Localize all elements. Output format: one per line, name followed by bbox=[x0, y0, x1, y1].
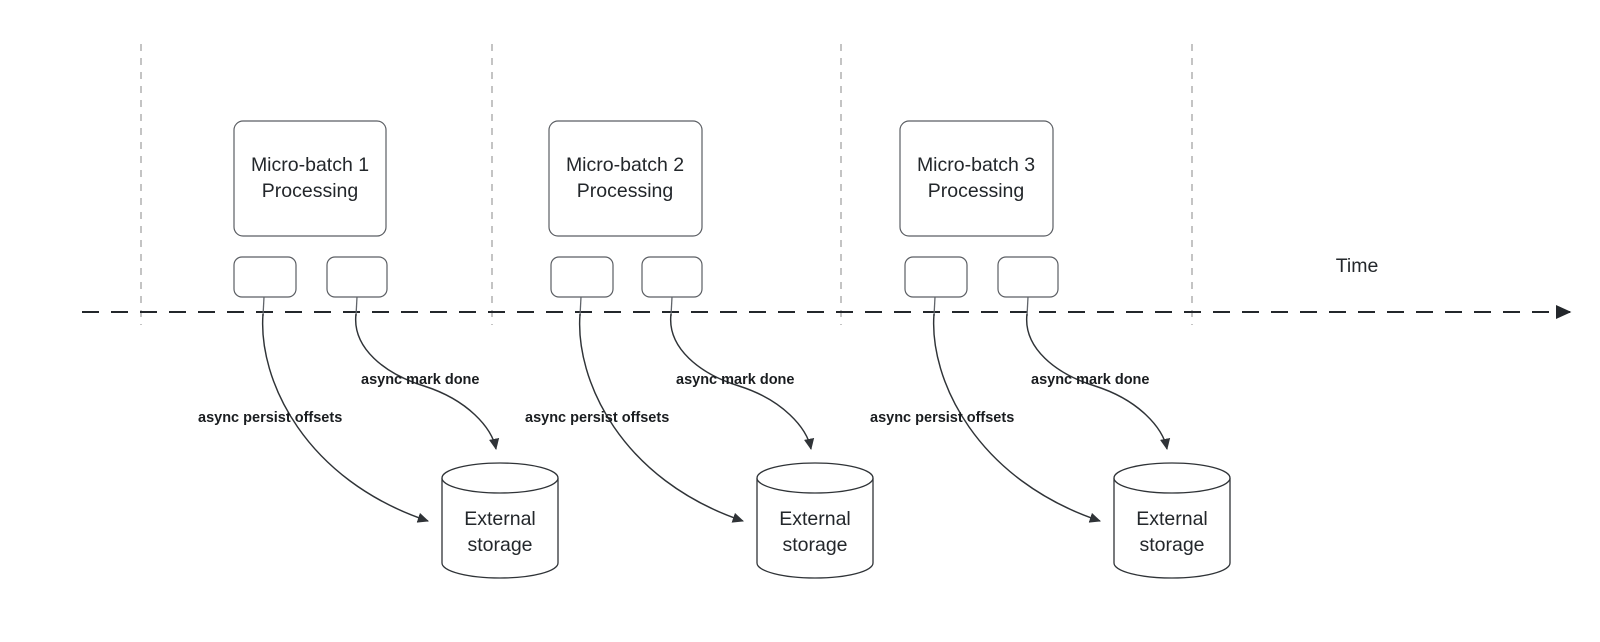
micro-batch-3-box[interactable] bbox=[899, 120, 1054, 237]
external-storage-1-body bbox=[441, 478, 559, 579]
task-box-2a[interactable] bbox=[550, 256, 614, 298]
timeline-boundaries bbox=[140, 44, 1193, 325]
micro-batch-1-label-line1: Micro-batch 1 bbox=[251, 154, 369, 176]
task-box-1a[interactable] bbox=[233, 256, 297, 298]
task-3a-stem bbox=[933, 296, 936, 317]
mark-done-1-label: async mark done bbox=[361, 372, 479, 388]
external-storage-3-label-line2: storage bbox=[1139, 534, 1204, 556]
micro-batch-2-label-line1: Micro-batch 2 bbox=[566, 154, 684, 176]
task-box-1b[interactable] bbox=[326, 256, 388, 298]
mark-done-3-curve bbox=[1026, 313, 1171, 451]
micro-batch-2-label-line2: Processing bbox=[577, 180, 673, 202]
external-storage-1-top bbox=[441, 462, 559, 494]
persist-offsets-1-label: async persist offsets bbox=[198, 410, 342, 426]
persist-offsets-3-label: async persist offsets bbox=[870, 410, 1014, 426]
external-storage-1-label-line1: External bbox=[464, 508, 536, 530]
batch-group-2: Micro-batch 2 Processing async persist o… bbox=[525, 120, 874, 579]
task-2b-stem bbox=[670, 296, 673, 317]
mark-done-2-curve bbox=[670, 313, 815, 451]
time-axis-label: Time bbox=[1336, 255, 1379, 277]
persist-offsets-3-curve bbox=[932, 313, 1101, 523]
persist-offsets-2-label: async persist offsets bbox=[525, 410, 669, 426]
micro-batch-3-label-line2: Processing bbox=[928, 180, 1024, 202]
external-storage-2-label-line1: External bbox=[779, 508, 851, 530]
external-storage-2[interactable]: External storage bbox=[756, 462, 874, 579]
mark-done-2-label: async mark done bbox=[676, 372, 794, 388]
external-storage-2-body bbox=[756, 478, 874, 579]
external-storage-3-label-line1: External bbox=[1136, 508, 1208, 530]
task-2a-stem bbox=[579, 296, 582, 317]
batch-group-1: Micro-batch 1 Processing async persist o… bbox=[198, 120, 559, 579]
external-storage-3-top bbox=[1113, 462, 1231, 494]
external-storage-3-body bbox=[1113, 478, 1231, 579]
persist-offsets-2-curve bbox=[578, 313, 744, 523]
external-storage-1[interactable]: External storage bbox=[441, 462, 559, 579]
external-storage-3[interactable]: External storage bbox=[1113, 462, 1231, 579]
external-storage-2-top bbox=[756, 462, 874, 494]
task-box-3b[interactable] bbox=[997, 256, 1059, 298]
mark-done-3-label: async mark done bbox=[1031, 372, 1149, 388]
batch-group-3: Micro-batch 3 Processing async persist o… bbox=[870, 120, 1231, 579]
task-3b-stem bbox=[1026, 296, 1029, 317]
task-box-3a[interactable] bbox=[904, 256, 968, 298]
micro-batch-1-label-line2: Processing bbox=[262, 180, 358, 202]
micro-batch-2-box[interactable] bbox=[548, 120, 703, 237]
external-storage-2-label-line2: storage bbox=[782, 534, 847, 556]
task-1a-stem bbox=[262, 296, 265, 317]
persist-offsets-1-curve bbox=[261, 313, 429, 523]
mark-done-1-curve bbox=[355, 313, 500, 451]
micro-batch-3-label-line1: Micro-batch 3 bbox=[917, 154, 1035, 176]
micro-batch-1-box[interactable] bbox=[233, 120, 387, 237]
task-box-2b[interactable] bbox=[641, 256, 703, 298]
task-1b-stem bbox=[355, 296, 358, 317]
external-storage-1-label-line2: storage bbox=[467, 534, 532, 556]
